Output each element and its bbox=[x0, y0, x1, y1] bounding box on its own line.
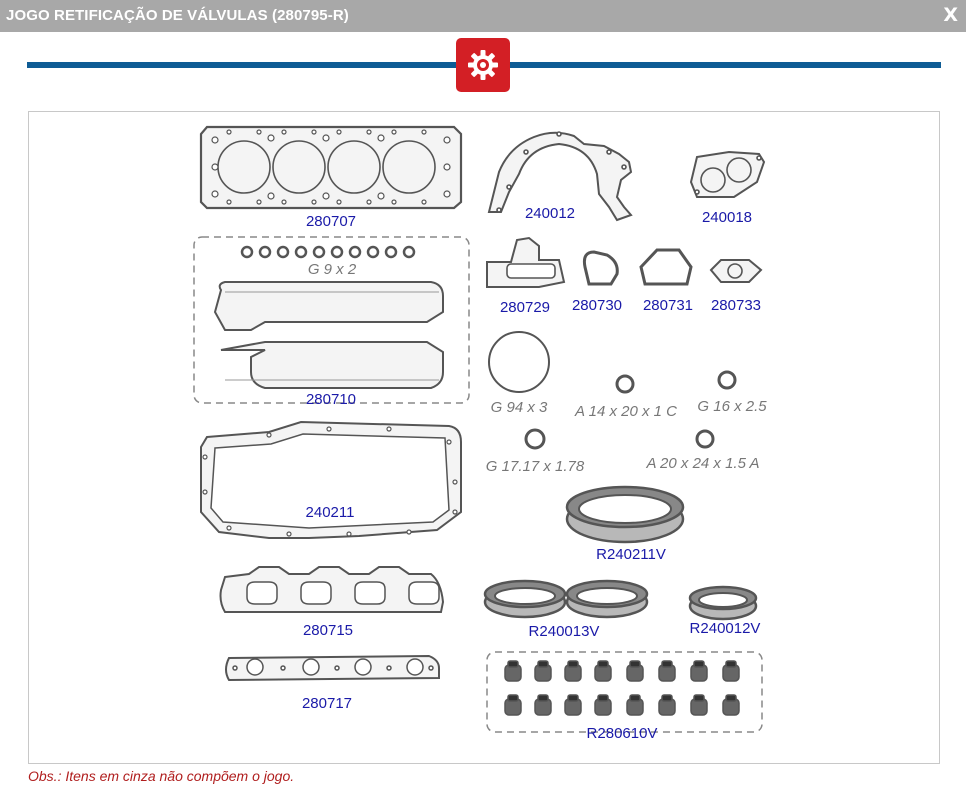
label-240018[interactable]: 240018 bbox=[701, 209, 753, 226]
gear-icon bbox=[468, 50, 498, 80]
label-g-9x2: G 9 x 2 bbox=[307, 261, 357, 278]
label-r240013v[interactable]: R240013V bbox=[528, 623, 600, 640]
gasket-280715-icon bbox=[219, 566, 445, 613]
o-ring-16x25-icon bbox=[717, 370, 737, 390]
ring-20x24x15a-icon bbox=[695, 429, 715, 449]
label-280730[interactable]: 280730 bbox=[571, 297, 623, 314]
seal-ring-9x2-icon bbox=[240, 245, 416, 259]
gasket-280707-icon bbox=[199, 125, 463, 210]
label-280729[interactable]: 280729 bbox=[499, 299, 551, 316]
label-240211[interactable]: 240211 bbox=[305, 504, 355, 521]
label-r240211v[interactable]: R240211V bbox=[596, 546, 666, 563]
seal-r240012v-icon bbox=[688, 585, 758, 621]
label-r280610v[interactable]: R280610V bbox=[586, 725, 658, 742]
label-g-16x25: G 16 x 2.5 bbox=[697, 398, 767, 415]
gasket-240018-icon bbox=[689, 150, 766, 198]
gasket-240012-icon bbox=[487, 131, 633, 222]
gasket-280733-icon bbox=[709, 259, 763, 283]
label-280731[interactable]: 280731 bbox=[642, 297, 694, 314]
label-a-14x20x1c: A 14 x 20 x 1 C bbox=[575, 403, 677, 420]
label-240012[interactable]: 240012 bbox=[524, 205, 576, 222]
footer-note: Obs.: Itens em cinza não compõem o jogo. bbox=[28, 768, 295, 784]
label-g-94x3: G 94 x 3 bbox=[490, 399, 548, 416]
gasket-280710-icon bbox=[213, 281, 444, 389]
parts-diagram bbox=[193, 125, 766, 733]
label-280717[interactable]: 280717 bbox=[301, 695, 353, 712]
valve-stem-seal-r280610v-icon bbox=[504, 660, 740, 716]
label-280710[interactable]: 280710 bbox=[305, 391, 357, 408]
o-ring-1717x178-icon bbox=[524, 428, 546, 450]
close-button[interactable]: X bbox=[943, 4, 958, 26]
label-280707[interactable]: 280707 bbox=[305, 213, 357, 230]
gasket-280717-icon bbox=[225, 654, 440, 682]
ring-14x20x1c-icon bbox=[615, 374, 635, 394]
label-a-20x24x15a: A 20 x 24 x 1.5 A bbox=[646, 455, 760, 472]
label-280715[interactable]: 280715 bbox=[302, 622, 354, 639]
gasket-280730-icon bbox=[582, 250, 619, 286]
settings-button[interactable] bbox=[456, 38, 510, 92]
title-bar: JOGO RETIFICAÇÃO DE VÁLVULAS (280795-R) … bbox=[0, 0, 966, 32]
gasket-280731-icon bbox=[639, 248, 693, 286]
seal-r240211v-icon bbox=[565, 485, 685, 544]
parts-diagram-panel: 280707 240012 240018 G 9 x 2 280729 2807… bbox=[28, 111, 940, 764]
label-280733[interactable]: 280733 bbox=[710, 297, 762, 314]
seal-r240013v-icon bbox=[483, 579, 649, 619]
gasket-280729-icon bbox=[486, 236, 566, 288]
label-r240012v[interactable]: R240012V bbox=[689, 620, 761, 637]
gasket-240211-icon bbox=[200, 420, 462, 539]
window-title: JOGO RETIFICAÇÃO DE VÁLVULAS (280795-R) bbox=[6, 7, 349, 24]
label-g-1717x178: G 17.17 x 1.78 bbox=[485, 458, 585, 475]
o-ring-94x3-icon bbox=[488, 331, 550, 393]
